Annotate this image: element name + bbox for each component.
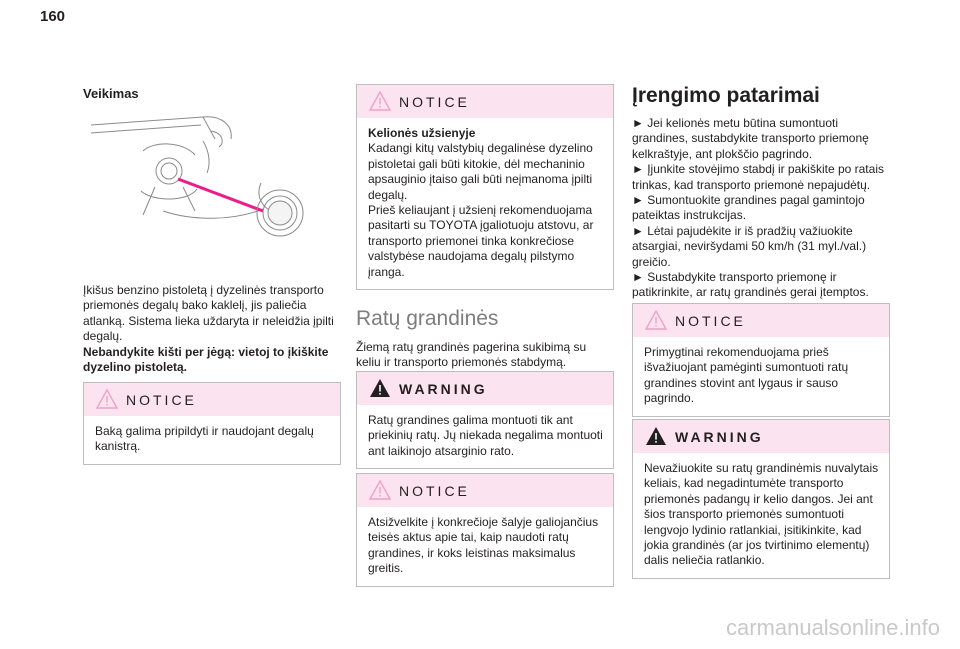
- warning-text: Ratų grandines galima montuoti tik ant p…: [368, 413, 603, 458]
- notice-box-practice: NOTICE Primygtinai rekomenduojama prieš …: [632, 303, 890, 417]
- notice-header: NOTICE: [357, 474, 613, 507]
- warning-header: WARNING: [357, 372, 613, 405]
- section-heading-irengimo-patarimai: Įrengimo patarimai: [632, 84, 820, 107]
- notice-label: NOTICE: [675, 313, 746, 329]
- warning-header: WARNING: [633, 420, 889, 453]
- notice-box-local-laws: NOTICE Atsižvelkite į konkrečioje šalyje…: [356, 473, 614, 587]
- notice-label: NOTICE: [399, 94, 470, 110]
- veikimas-paragraph: Įkišus benzino pistoletą į dyzelinės tra…: [83, 283, 334, 344]
- warning-text: Nevažiuokite su ratų grandinėmis nuvalyt…: [644, 461, 879, 568]
- notice-triangle-icon: [369, 91, 391, 111]
- notice-triangle-icon: [369, 480, 391, 500]
- notice-triangle-icon: [96, 389, 118, 409]
- notice-text-2: Prieš keliaujant į užsienį rekomenduojam…: [368, 203, 594, 279]
- notice-box-canister: NOTICE Baką galima pripildyti ir naudoja…: [83, 382, 341, 465]
- warning-box-front-wheels: WARNING Ratų grandines galima montuoti t…: [356, 371, 614, 470]
- notice-triangle-icon: [645, 310, 667, 330]
- notice-header: NOTICE: [633, 304, 889, 337]
- notice-text: Baką galima pripildyti ir naudojant dega…: [95, 424, 314, 454]
- notice-label: NOTICE: [399, 483, 470, 499]
- bullet-item: ► Sumontuokite grandines pagal gamintojo…: [632, 193, 865, 223]
- bullet-item: ► Jei kelionės metu būtina sumontuoti gr…: [632, 116, 869, 161]
- veikimas-bold-paragraph: Nebandykite kišti per jėgą: vietoj to įk…: [83, 344, 329, 375]
- notice-label: NOTICE: [126, 392, 197, 408]
- warning-box-cleared-roads: WARNING Nevažiuokite su ratų grandinėmis…: [632, 419, 890, 579]
- notice-text: Primygtinai rekomenduojama prieš išvažiu…: [644, 345, 849, 406]
- section-heading-veikimas: Veikimas: [83, 86, 139, 101]
- ratu-grandines-intro: Žiemą ratų grandinės pagerina sukibimą s…: [356, 340, 587, 370]
- notice-text-1: Kadangi kitų valstybių degalinėse dyzeli…: [368, 141, 593, 202]
- bullet-item: ► Įjunkite stovėjimo stabdį ir pakiškite…: [632, 162, 884, 192]
- notice-header: NOTICE: [84, 383, 340, 416]
- notice-box-travel-abroad: NOTICE Kelionės užsienyje Kadangi kitų v…: [356, 84, 614, 291]
- bullet-item: ► Sustabdykite transporto priemonę ir pa…: [632, 270, 869, 300]
- fuel-filler-illustration: [90, 116, 304, 237]
- section-heading-ratu-grandines: Ratų grandinės: [356, 307, 499, 330]
- notice-text: Atsižvelkite į konkrečioje šalyje galioj…: [368, 515, 599, 576]
- warning-triangle-icon: [646, 427, 666, 445]
- watermark: carmanualsonline.info: [725, 615, 940, 640]
- page-number: 160: [40, 8, 66, 25]
- bullet-item: ► Lėtai pajudėkite ir iš pradžių važiuok…: [632, 223, 867, 269]
- notice-header: NOTICE: [357, 85, 613, 118]
- warning-triangle-icon: [370, 379, 390, 397]
- notice-title: Kelionės užsienyje: [368, 126, 476, 140]
- warning-label: WARNING: [675, 429, 764, 445]
- warning-label: WARNING: [399, 381, 488, 397]
